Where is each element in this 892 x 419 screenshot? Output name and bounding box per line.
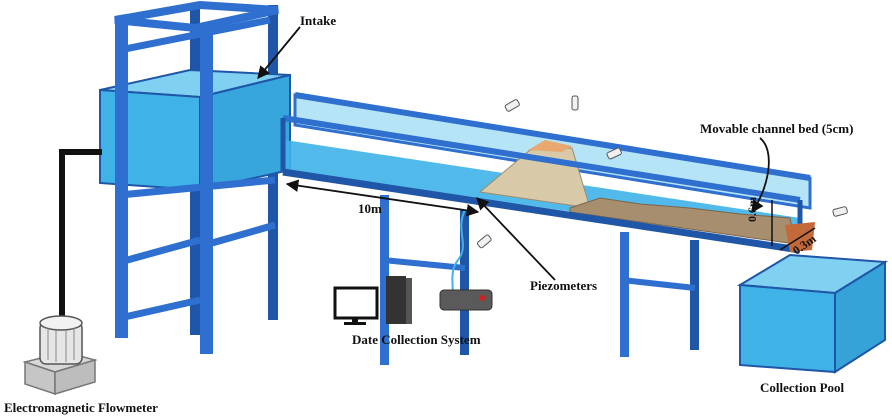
tower-brace [119, 176, 276, 199]
sensor-icon [477, 234, 492, 249]
pool-front [739, 283, 836, 374]
tower-top-frame [114, 0, 279, 33]
collection-pool [736, 253, 889, 374]
flume-channel [280, 92, 815, 365]
monitor-stand [352, 318, 358, 324]
pool-side [834, 260, 886, 374]
flume-top-rail-back [294, 92, 811, 181]
length-dimension-arrow [285, 179, 480, 217]
tower-top-brace [119, 16, 271, 54]
piezometer-cable [451, 209, 466, 299]
flume-leg [380, 195, 389, 365]
sensor-icon [606, 147, 622, 160]
piezometer-arrow [476, 197, 556, 281]
monitor-base [344, 322, 366, 325]
tower-brace [119, 236, 201, 266]
tower-post [115, 18, 128, 338]
flowmeter-motor-top [39, 315, 83, 331]
flowmeter-base-side [54, 358, 96, 396]
supply-pipe [59, 149, 102, 322]
sensors [477, 95, 856, 277]
width-dimension [779, 227, 816, 251]
flume-top-rail-front [282, 115, 801, 203]
data-system-label: Date Collection System [352, 332, 481, 347]
flume-leg [690, 240, 699, 350]
collection-pool-label: Collection Pool [760, 380, 845, 395]
intake-label: Intake [300, 13, 337, 28]
sensor-icon [832, 206, 848, 217]
flume-leg [460, 210, 469, 355]
computer-tower-side [406, 278, 412, 324]
tower-brace [119, 296, 201, 322]
tower-post [200, 28, 213, 354]
sensor-icon [504, 99, 520, 112]
computer-tower [386, 276, 406, 324]
depth-label: 0.6m [745, 197, 759, 222]
data-logger-led [479, 295, 485, 301]
intake-tower [99, 0, 291, 354]
sensor-icon [571, 95, 579, 111]
length-label: 10m [358, 201, 382, 216]
data-collection-system [333, 276, 493, 325]
movable-bed-label: Movable channel bed (5cm) [700, 121, 854, 136]
intake-arrow [257, 26, 301, 79]
dam-top [528, 140, 572, 152]
flume-leg-brace [621, 277, 696, 291]
flume-leg-brace [382, 257, 466, 271]
flowmeter-label: Electromagnetic Flowmeter [4, 400, 158, 415]
monitor-screen [333, 286, 379, 320]
movable-bed-arrow [751, 137, 770, 214]
flume-leg [620, 232, 629, 357]
sediment-bed [569, 197, 796, 245]
piezometers-label: Piezometers [530, 278, 598, 293]
tower-brace [204, 221, 276, 249]
electromagnetic-flowmeter [22, 315, 98, 396]
data-logger [439, 289, 493, 311]
